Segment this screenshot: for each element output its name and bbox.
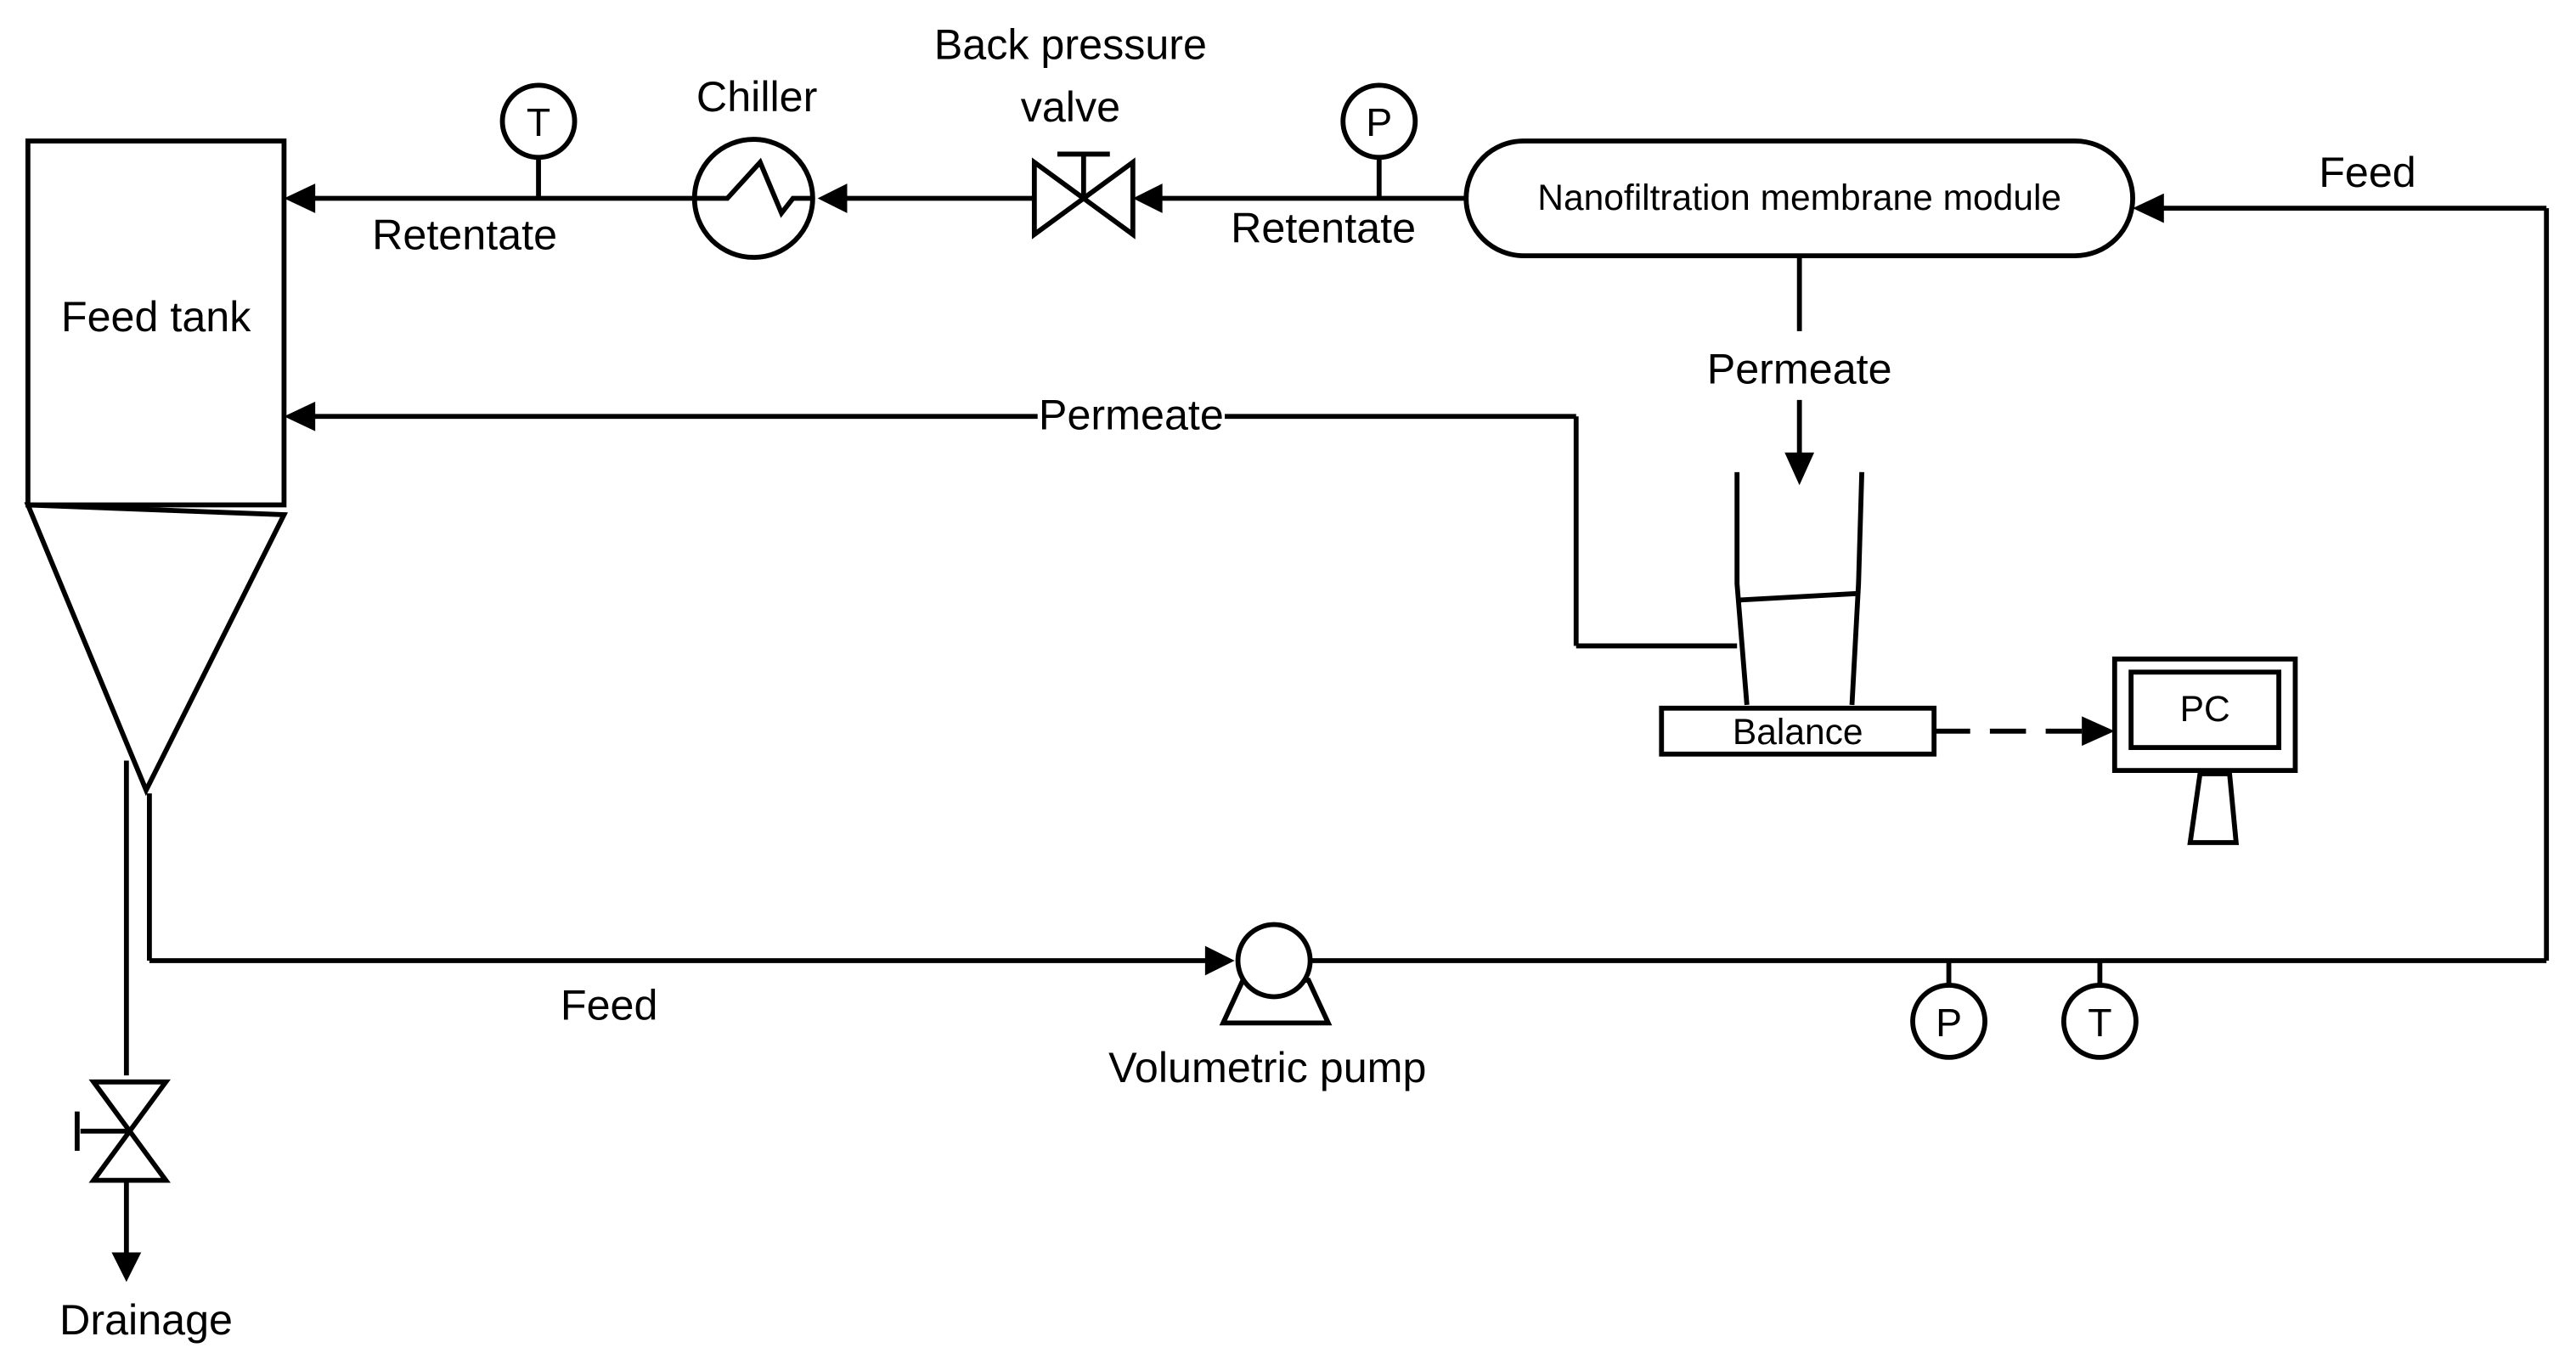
pressure-gauge-top-letter: P xyxy=(1366,100,1392,144)
permeate-return-label: Permeate xyxy=(1039,392,1224,439)
pressure-gauge-bottom: P xyxy=(1910,961,1987,1060)
permeate-return-line xyxy=(284,401,1738,649)
permeate-down-line xyxy=(1784,256,1815,486)
temperature-gauge-top: T xyxy=(499,82,578,199)
feed-bottom-label: Feed xyxy=(561,982,658,1029)
permeate-beaker xyxy=(1734,471,1865,706)
temperature-gauge-bottom-letter: T xyxy=(2088,1001,2111,1045)
drainage-arrow-icon xyxy=(111,1252,142,1283)
drainage-label: Drainage xyxy=(59,1296,233,1344)
pc-label: PC xyxy=(2180,690,2230,730)
chiller-label: Chiller xyxy=(696,73,817,121)
temperature-gauge-top-letter: T xyxy=(527,100,550,144)
feed-line-bottom xyxy=(149,193,2550,976)
pressure-gauge-top: P xyxy=(1340,82,1418,199)
signal-line xyxy=(1934,716,2115,747)
retentate-line xyxy=(284,183,1467,213)
retentate-left-label: Retentate xyxy=(372,211,557,258)
tank-outlet-pipes xyxy=(123,760,152,1076)
permeate-down-label: Permeate xyxy=(1707,346,1892,393)
balance-label: Balance xyxy=(1733,713,1863,753)
volumetric-pump-label: Volumetric pump xyxy=(1108,1044,1426,1091)
chiller-icon[interactable] xyxy=(691,137,815,260)
temperature-gauge-bottom: T xyxy=(2060,961,2139,1060)
back-pressure-valve-icon[interactable] xyxy=(1031,151,1136,240)
pressure-gauge-bottom-letter: P xyxy=(1936,1001,1962,1045)
feed-top-label: Feed xyxy=(2319,149,2416,196)
feed-tank-label: Feed tank xyxy=(61,293,251,341)
retentate-right-label: Retentate xyxy=(1231,205,1416,252)
balance: Balance xyxy=(1659,705,1937,757)
nanofiltration-membrane-module: Nanofiltration membrane module xyxy=(1463,138,2135,258)
back-pressure-valve-label-line1: Back pressure xyxy=(934,21,1207,69)
drain-valve-icon[interactable] xyxy=(74,1079,171,1183)
membrane-module-label: Nanofiltration membrane module xyxy=(1537,178,2061,218)
feed-tank: Feed tank xyxy=(24,138,289,797)
back-pressure-valve-label-line2: valve xyxy=(1021,83,1120,131)
pc-icon[interactable]: PC xyxy=(2111,656,2298,845)
volumetric-pump-icon[interactable] xyxy=(1219,922,1333,1026)
